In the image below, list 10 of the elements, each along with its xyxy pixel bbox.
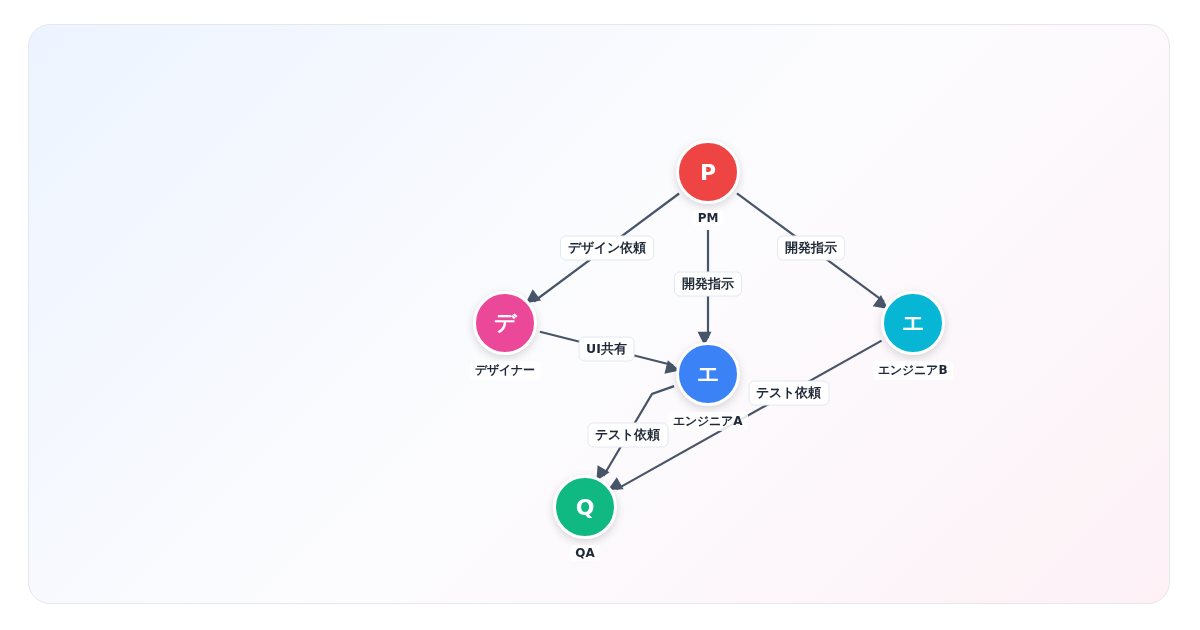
edge-label: テスト依頼 (748, 380, 830, 406)
node-caption: デザイナー (470, 361, 540, 380)
node-caption: QA (570, 545, 600, 561)
edge-label: デザイン依頼 (559, 235, 654, 260)
node-caption: エンジニアA (668, 412, 748, 431)
node-caption: エンジニアB (873, 361, 953, 380)
edge-label: テスト依頼 (587, 422, 669, 448)
edge-label: 開発指示 (674, 271, 742, 297)
edge-label: 開発指示 (776, 235, 845, 260)
edge-label: UI共有 (578, 336, 635, 361)
